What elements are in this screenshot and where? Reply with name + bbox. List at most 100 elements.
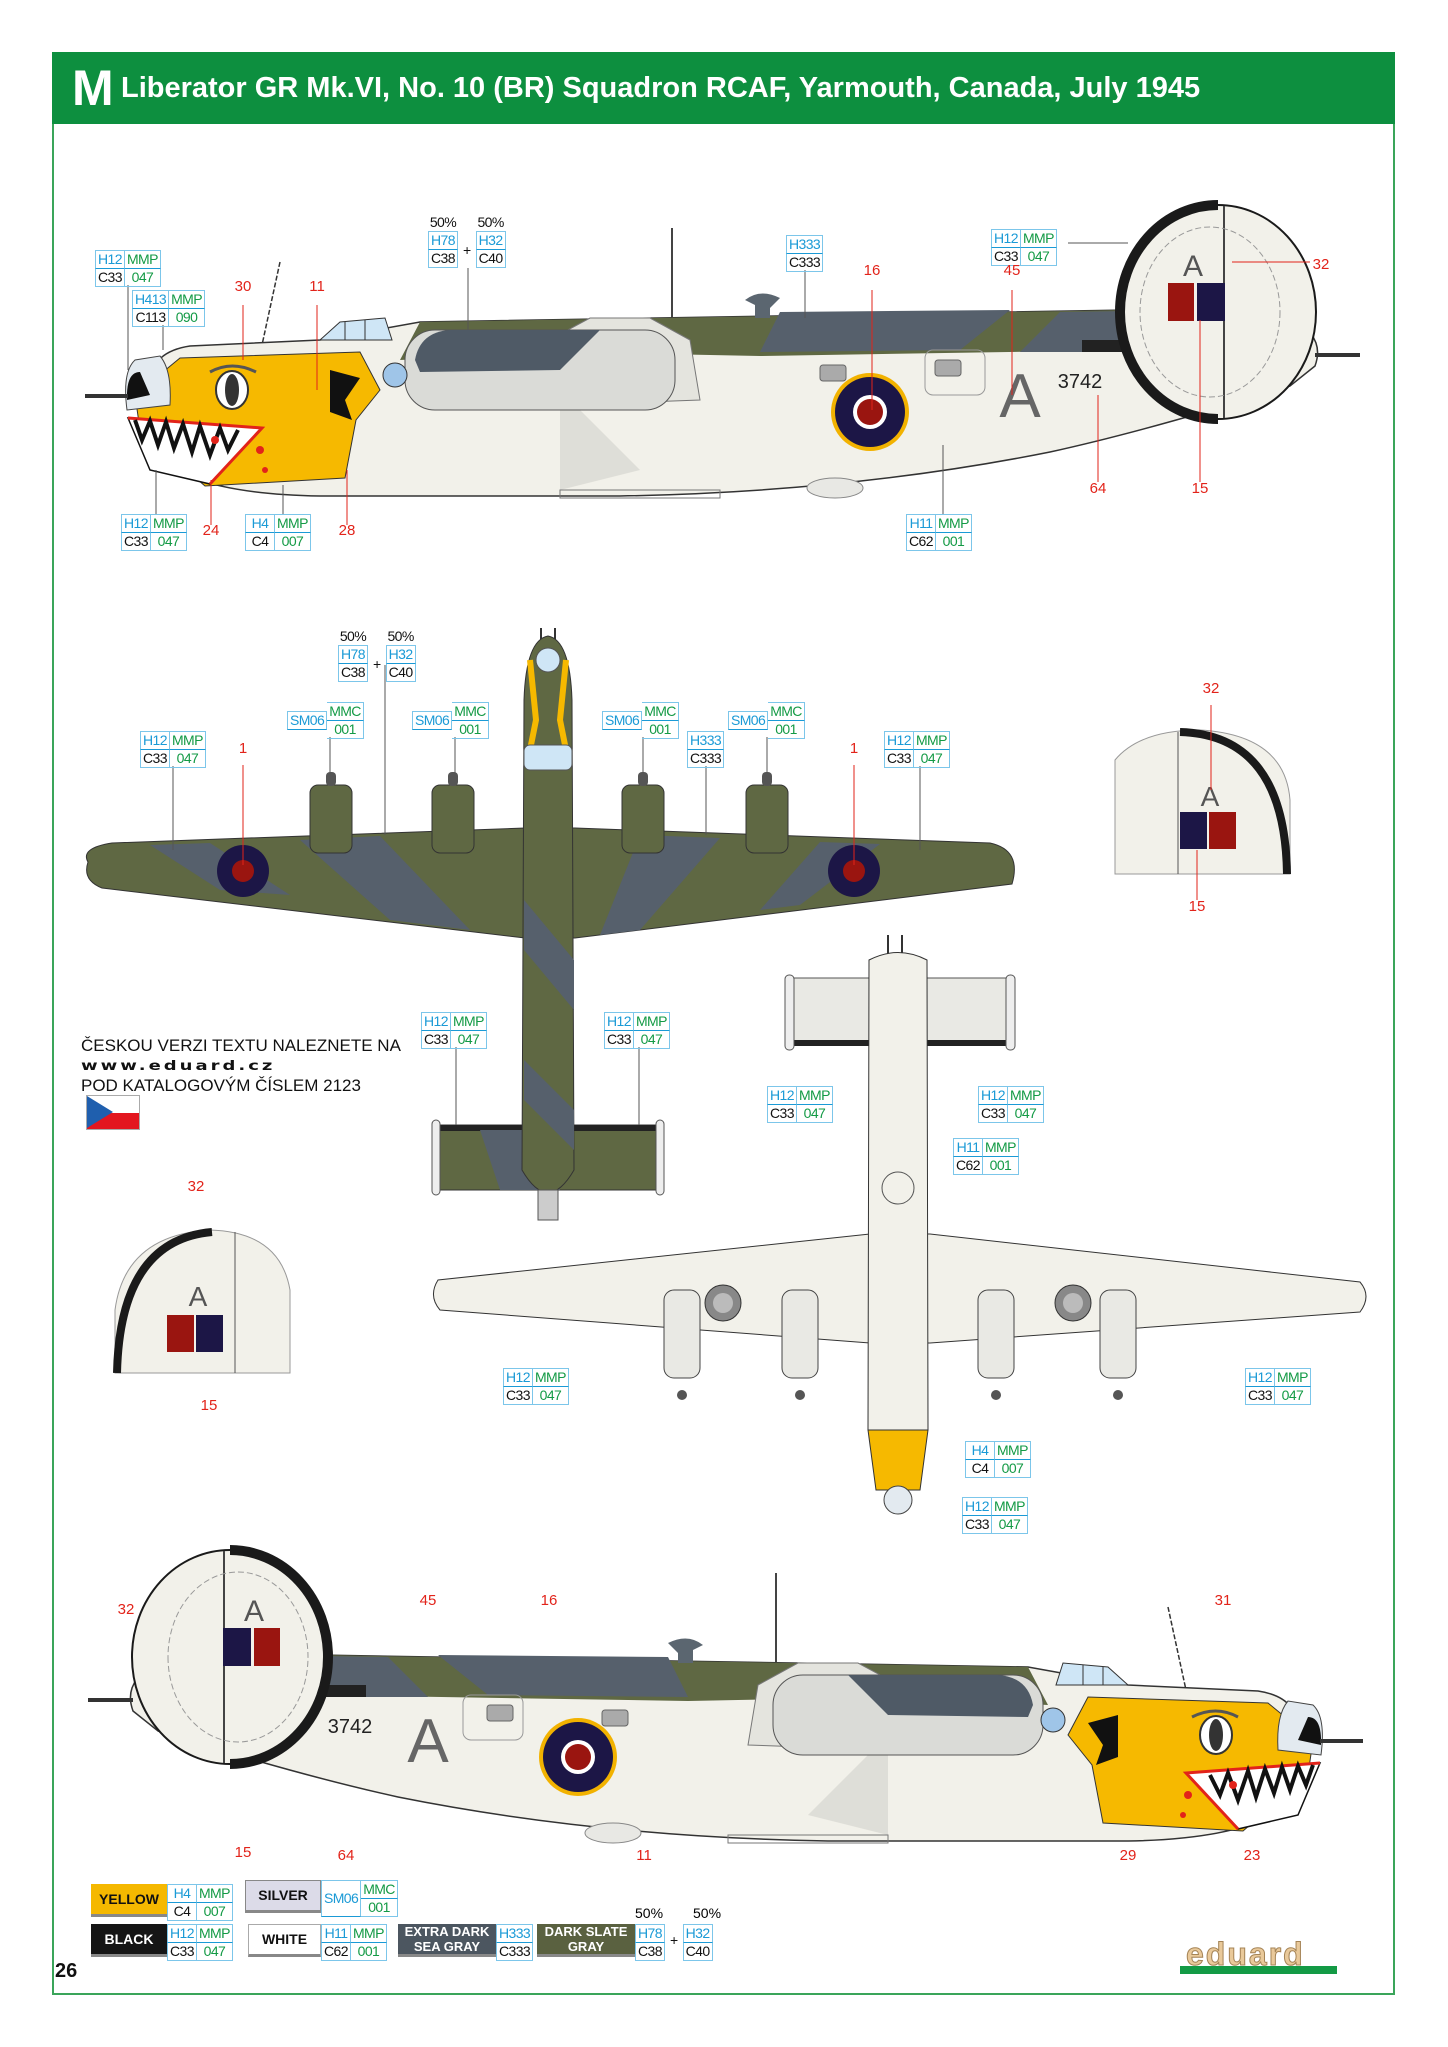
paint-code: H78 — [428, 231, 458, 250]
paint-code: 047 — [151, 533, 187, 551]
decal-number: 1 — [238, 740, 248, 757]
paint-code: H32 — [385, 645, 416, 664]
paint-code: + — [463, 242, 471, 258]
paint-code: H4 — [245, 514, 275, 533]
paint-code: MMC — [327, 702, 364, 721]
paint-code: C33 — [767, 1105, 797, 1123]
top-view — [86, 628, 1015, 1221]
paint-code: 50% — [339, 628, 367, 644]
paint-code: MMP — [533, 1368, 569, 1387]
paint-code: MMP — [1275, 1368, 1311, 1387]
swatch-silver: SILVER — [245, 1880, 321, 1913]
paint-code: C33 — [1245, 1387, 1275, 1405]
paint-code: 047 — [125, 269, 161, 287]
paint-code: MMP — [1021, 229, 1057, 248]
paint-code: H11 — [906, 514, 936, 533]
serial-side-port: 3742 — [1058, 371, 1103, 393]
paint-code: SM06 — [287, 711, 328, 730]
paint-code: MMP — [634, 1012, 670, 1031]
czech-note: ČESKOU VERZI TEXTU NALEZNETE NA www.edua… — [81, 1036, 401, 1096]
paint-code: 50% — [387, 628, 414, 644]
paint-code: H12 — [978, 1086, 1008, 1105]
paint-code: 007 — [995, 1460, 1031, 1478]
paint-code: SM06 — [602, 711, 643, 730]
paint-code: H12 — [962, 1497, 992, 1516]
decal-number: 32 — [1312, 256, 1330, 273]
paint-code: MMP — [797, 1086, 833, 1105]
paint-code: C33 — [121, 533, 151, 551]
paint-code: C62 — [953, 1157, 983, 1175]
paint-code: H12 — [95, 250, 125, 269]
decal-number: 32 — [1202, 680, 1220, 697]
paint-code: 047 — [451, 1031, 487, 1049]
paint-code: C38 — [428, 250, 458, 268]
paint-code: 047 — [1008, 1105, 1044, 1123]
tail-letter-port: A — [1183, 250, 1203, 283]
paint-code: H32 — [475, 231, 506, 250]
paint-code: C113 — [132, 309, 170, 327]
inset-tail-letter-right: A — [1201, 781, 1220, 812]
decal-number: 31 — [1214, 1592, 1232, 1609]
paint-code: MMP — [125, 250, 161, 269]
paint-code: MMP — [169, 290, 205, 309]
paint-code: 047 — [170, 750, 206, 768]
decal-number: 15 — [200, 1397, 218, 1414]
paint-code: 001 — [642, 721, 679, 739]
paint-code: 047 — [533, 1387, 569, 1405]
paint-code: MMP — [275, 514, 311, 533]
decal-number: 23 — [1243, 1847, 1261, 1864]
decal-number: 15 — [234, 1844, 252, 1861]
decal-number: 11 — [309, 278, 325, 295]
paint-code: C4 — [965, 1460, 995, 1478]
decal-number: 30 — [234, 278, 252, 295]
paint-code: 001 — [768, 721, 805, 739]
czech-note-url[interactable]: www.eduard.cz — [81, 1057, 276, 1074]
paint-code: H12 — [503, 1368, 533, 1387]
paint-code: SM06 — [412, 711, 453, 730]
paint-code: 007 — [275, 533, 311, 551]
paint-code: C4 — [245, 533, 275, 551]
czech-note-line1: ČESKOU VERZI TEXTU NALEZNETE NA — [81, 1036, 401, 1055]
paint-code: MMP — [936, 514, 972, 533]
paint-code: 001 — [327, 721, 364, 739]
swatch-black: BLACK — [91, 1924, 167, 1957]
paint-code: C33 — [604, 1031, 634, 1049]
paint-code: C33 — [503, 1387, 533, 1405]
paint-code: C33 — [421, 1031, 451, 1049]
paint-code: H4 — [965, 1441, 995, 1460]
decal-number: 1 — [849, 740, 859, 757]
legend-dsg-pct1: 50% — [635, 1905, 664, 1921]
decal-number: 45 — [419, 1592, 437, 1609]
paint-code: 001 — [936, 533, 972, 551]
decal-number: 29 — [1119, 1847, 1137, 1864]
decal-number: 64 — [337, 1847, 355, 1864]
paint-code: 047 — [1021, 248, 1057, 266]
paint-code: 50% — [477, 214, 504, 230]
serial-side-starboard: 3742 — [328, 1716, 373, 1738]
paint-code: C40 — [475, 250, 506, 268]
czech-flag-icon — [86, 1095, 140, 1130]
swatch-white: WHITE — [248, 1924, 321, 1957]
page-number: 26 — [55, 1960, 78, 1982]
paint-code: H333 — [687, 731, 725, 750]
paint-code: H413 — [132, 290, 170, 309]
